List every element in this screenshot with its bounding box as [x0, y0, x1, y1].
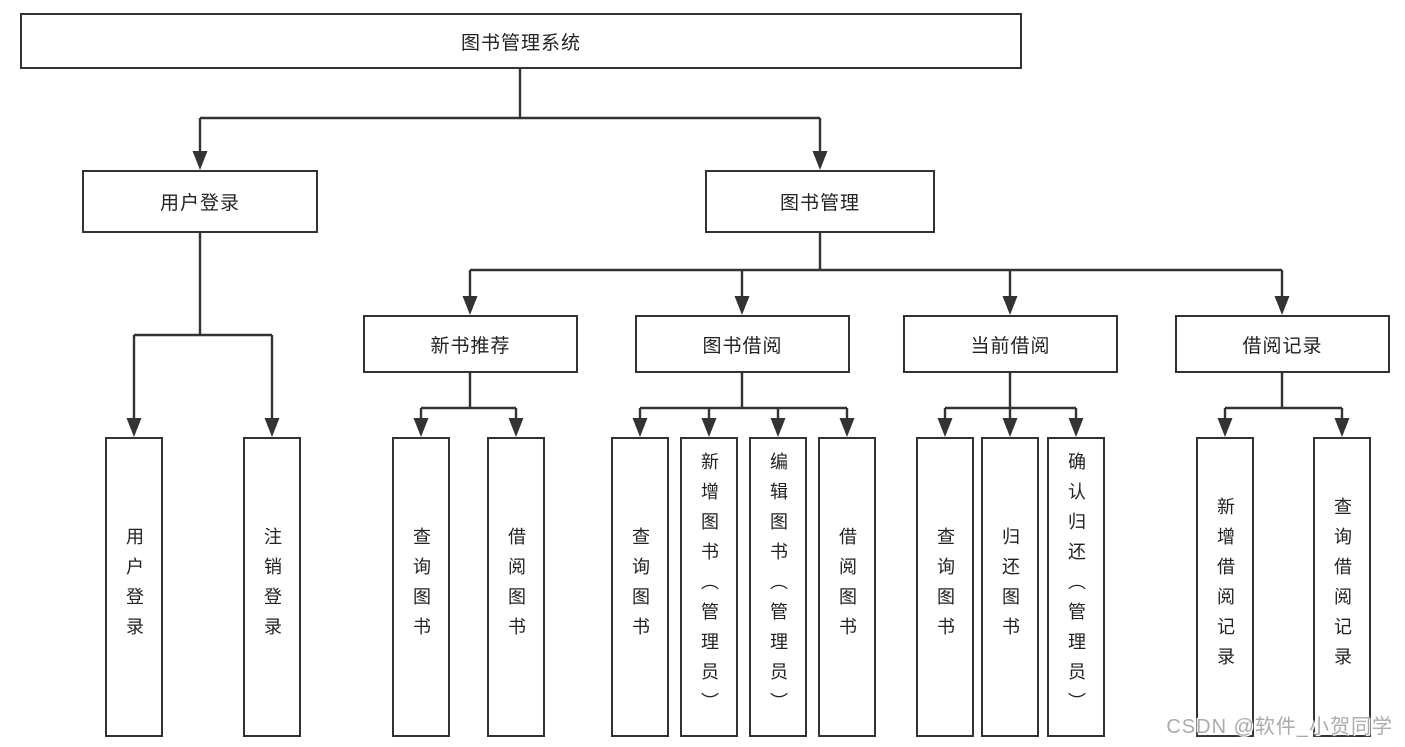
leaf-borrow-query-book: 查询图书	[611, 437, 669, 737]
trunk-current-borrow	[943, 373, 1078, 423]
leaf-query-borrow-record-label: 查询借阅记录	[1332, 497, 1352, 677]
leaf-current-confirm-return-admin: 确认归还（管理员）	[1047, 437, 1105, 737]
leaf-current-confirm-return-admin-label: 确认归还（管理员）	[1066, 452, 1086, 722]
leaf-query-borrow-record: 查询借阅记录	[1313, 437, 1371, 737]
leaf-current-query-book: 查询图书	[916, 437, 974, 737]
leaf-add-borrow-record-label: 新增借阅记录	[1215, 497, 1235, 677]
leaf-borrow-add-book-admin: 新增图书（管理员）	[680, 437, 738, 737]
leaf-borrow-add-book-admin-label: 新增图书（管理员）	[699, 452, 719, 722]
arrowheads-records-leaves	[1217, 418, 1350, 437]
leaf-logout-label: 注销登录	[262, 527, 282, 647]
leaf-logout: 注销登录	[243, 437, 301, 737]
leaf-borrow-borrow-book-label: 借阅图书	[837, 527, 857, 647]
arrowheads-current-leaves	[937, 418, 1084, 437]
leaf-recommend-query-book-label: 查询图书	[411, 527, 431, 647]
trunk-user-login	[132, 233, 274, 423]
node-new-book-recommend: 新书推荐	[363, 315, 578, 373]
leaf-current-query-book-label: 查询图书	[935, 527, 955, 647]
arrowheads-recommend-leaves	[413, 418, 524, 437]
trunk-records	[1223, 373, 1344, 423]
trunk-borrow	[638, 373, 849, 423]
leaf-borrow-edit-book-admin-label: 编辑图书（管理员）	[768, 452, 788, 722]
leaf-user-login: 用户登录	[105, 437, 163, 737]
arrowheads-level2	[192, 151, 828, 170]
leaf-add-borrow-record: 新增借阅记录	[1196, 437, 1254, 737]
node-borrow-records: 借阅记录	[1175, 315, 1390, 373]
leaf-user-login-label: 用户登录	[124, 527, 144, 647]
leaf-borrow-edit-book-admin: 编辑图书（管理员）	[749, 437, 807, 737]
node-book-borrow: 图书借阅	[635, 315, 850, 373]
trunk-book-management	[468, 233, 1284, 301]
leaf-borrow-query-book-label: 查询图书	[630, 527, 650, 647]
leaf-recommend-query-book: 查询图书	[392, 437, 450, 737]
node-root-system: 图书管理系统	[20, 13, 1022, 69]
csdn-watermark: CSDN @软件_小贺同学	[1166, 716, 1393, 738]
trunk-recommend	[419, 373, 518, 423]
leaf-recommend-borrow-book: 借阅图书	[487, 437, 545, 737]
node-user-login: 用户登录	[82, 170, 318, 233]
leaf-current-return-book: 归还图书	[981, 437, 1039, 737]
leaf-borrow-borrow-book: 借阅图书	[818, 437, 876, 737]
node-book-management: 图书管理	[705, 170, 935, 233]
leaf-recommend-borrow-book-label: 借阅图书	[506, 527, 526, 647]
node-current-borrow: 当前借阅	[903, 315, 1118, 373]
arrowheads-borrow-leaves	[632, 418, 855, 437]
trunk-root-to-level2	[198, 69, 822, 156]
arrowheads-level3	[462, 296, 1290, 315]
arrowheads-login-leaves	[126, 418, 280, 437]
leaf-current-return-book-label: 归还图书	[1000, 527, 1020, 647]
